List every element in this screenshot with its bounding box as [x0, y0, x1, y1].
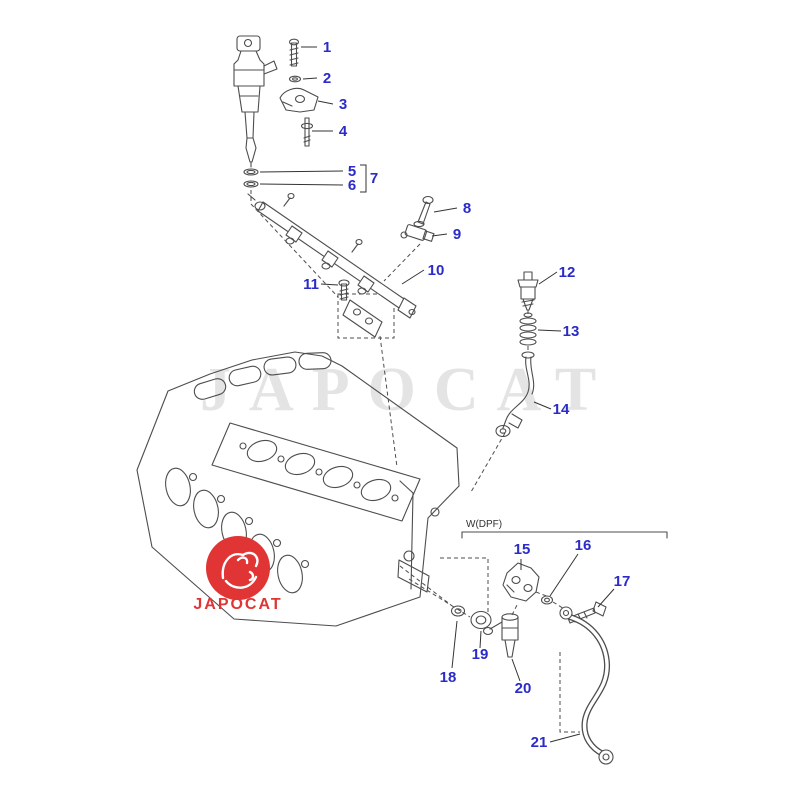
seal-ring-19 — [470, 610, 492, 630]
callout-label-10: 10 — [428, 262, 445, 279]
japocat-logo-text: JAPOCAT — [193, 596, 282, 613]
injector-o-ring-5 — [243, 168, 259, 176]
callout-label-7: 7 — [370, 170, 378, 187]
callout-label-15: 15 — [514, 541, 531, 558]
fitting-12 — [517, 271, 539, 311]
callout-label-20: 20 — [515, 680, 532, 697]
injector-o-ring-6 — [243, 180, 259, 188]
callout-label-11: 11 — [303, 276, 319, 293]
o-ring-18 — [450, 605, 466, 617]
rail-bolt-11 — [338, 279, 350, 301]
injector-clamp-bolt-1 — [288, 38, 300, 67]
injector-clamp-3 — [279, 87, 319, 113]
bracket-pipe-14 — [495, 351, 535, 438]
callout-label-18: 18 — [440, 669, 457, 686]
valve-body-20 — [482, 613, 519, 658]
sensor-9 — [400, 224, 435, 242]
callout-label-6: 6 — [348, 177, 356, 194]
callout-label-17: 17 — [614, 573, 631, 590]
callout-labels: 1 2 3 4 5 6 7 8 9 10 11 12 13 14 15 16 1… — [303, 39, 630, 751]
spring-13 — [519, 312, 537, 346]
fuel-hose-21 — [559, 606, 614, 765]
clamp-stud-4 — [300, 117, 314, 147]
callout-label-5: 5 — [348, 163, 356, 180]
callout-label-1: 1 — [323, 39, 331, 56]
callout-label-4: 4 — [339, 123, 348, 140]
callout-label-8: 8 — [463, 200, 471, 217]
callout-label-2: 2 — [323, 70, 331, 87]
dpf-variant-label: W(DPF) — [466, 519, 502, 530]
callout-label-14: 14 — [553, 401, 570, 418]
engine-block-drawing — [136, 351, 460, 627]
dpf-variant-bracket — [461, 531, 668, 539]
fuel-injector — [233, 35, 278, 168]
callout-label-21: 21 — [531, 734, 548, 751]
callout-label-13: 13 — [563, 323, 580, 340]
fuel-rail-10 — [247, 192, 417, 338]
callout-label-3: 3 — [339, 96, 347, 113]
japocat-cat-icon — [221, 551, 259, 589]
washer-16 — [540, 595, 554, 605]
sensor-bolt-8 — [413, 195, 434, 228]
japocat-logo-circle — [206, 536, 270, 600]
callout-label-9: 9 — [453, 226, 461, 243]
callout-label-16: 16 — [575, 537, 592, 554]
callout-label-19: 19 — [472, 646, 489, 663]
callout-label-12: 12 — [559, 264, 576, 281]
clamp-washer-2 — [288, 75, 302, 83]
leader-lines — [259, 46, 615, 743]
japocat-logo: JAPOCAT — [193, 536, 282, 613]
bracket-15 — [502, 562, 540, 602]
assembly-guide-lines — [250, 190, 580, 733]
o-ring-kit-bracket — [360, 164, 367, 193]
watermark-text: JAPOCAT — [200, 356, 614, 424]
